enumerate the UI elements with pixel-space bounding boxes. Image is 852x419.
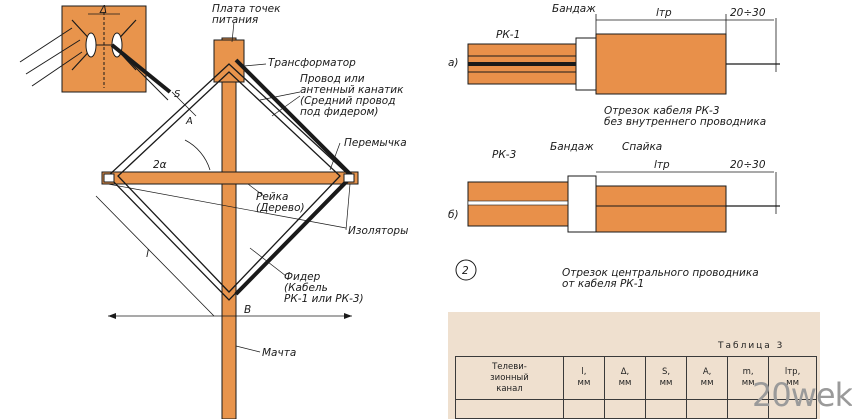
watermark: 20wek bbox=[752, 376, 852, 414]
table-header-cell: Телеви- зионный канал bbox=[455, 356, 564, 400]
mast bbox=[221, 37, 237, 419]
dim-a-label: A bbox=[185, 116, 193, 127]
cable-a-rk-label: РК-1 bbox=[496, 29, 520, 41]
cable-b-solder-label: Спайка bbox=[622, 141, 662, 153]
cable-b-ltr-label: lтр bbox=[654, 159, 670, 171]
table-header-row: Телеви- зионный канал l, мм Δ, мм S, мм … bbox=[455, 356, 817, 400]
insulators-label: Изоляторы bbox=[348, 225, 408, 237]
table-title: Таблица 3 bbox=[718, 341, 785, 351]
rail bbox=[101, 171, 359, 185]
mast-label: Мачта bbox=[262, 347, 296, 359]
cable-detail-b bbox=[467, 171, 780, 233]
cable-a-gap-label: 20÷30 bbox=[730, 7, 766, 19]
feed-point-inset: Δ bbox=[19, 4, 172, 101]
dim-l-label: l bbox=[146, 248, 149, 260]
table-header-cell: lтр, мм bbox=[768, 356, 817, 400]
table-header-cell: l, мм bbox=[562, 356, 605, 400]
cable-b-letter: б) bbox=[448, 209, 459, 221]
cable-a-bandage-label: Бандаж bbox=[552, 3, 596, 15]
jumper-label: Перемычка bbox=[344, 137, 407, 149]
rail-label: Рейка(Дерево) bbox=[256, 191, 305, 214]
table-header-cell: A, мм bbox=[686, 356, 729, 400]
figure-number: 2 bbox=[462, 265, 469, 277]
cable-a-ltr-label: lтр bbox=[656, 7, 672, 19]
antenna-drawing: 2α l B S A bbox=[95, 37, 359, 419]
table-header-cell: m, мм bbox=[727, 356, 770, 400]
transformer-label: Трансформатор bbox=[268, 57, 356, 69]
table-row bbox=[455, 399, 817, 419]
cable-a-letter: а) bbox=[448, 57, 459, 69]
dim-b-label: B bbox=[244, 304, 251, 316]
table-header-cell: S, мм bbox=[645, 356, 688, 400]
inset-delta-label: Δ bbox=[99, 4, 107, 16]
cable-detail-a bbox=[467, 14, 780, 95]
spec-table: Телеви- зионный канал l, мм Δ, мм S, мм … bbox=[455, 356, 817, 419]
cable-b-gap-label: 20÷30 bbox=[730, 159, 766, 171]
dim-s-label: S bbox=[174, 89, 181, 100]
cable-b-bandage-label: Бандаж bbox=[550, 141, 594, 153]
cable-b-rk-label: РК-3 bbox=[492, 149, 516, 161]
angle-label: 2α bbox=[153, 159, 167, 171]
table-header-cell: Δ, мм bbox=[603, 356, 647, 400]
